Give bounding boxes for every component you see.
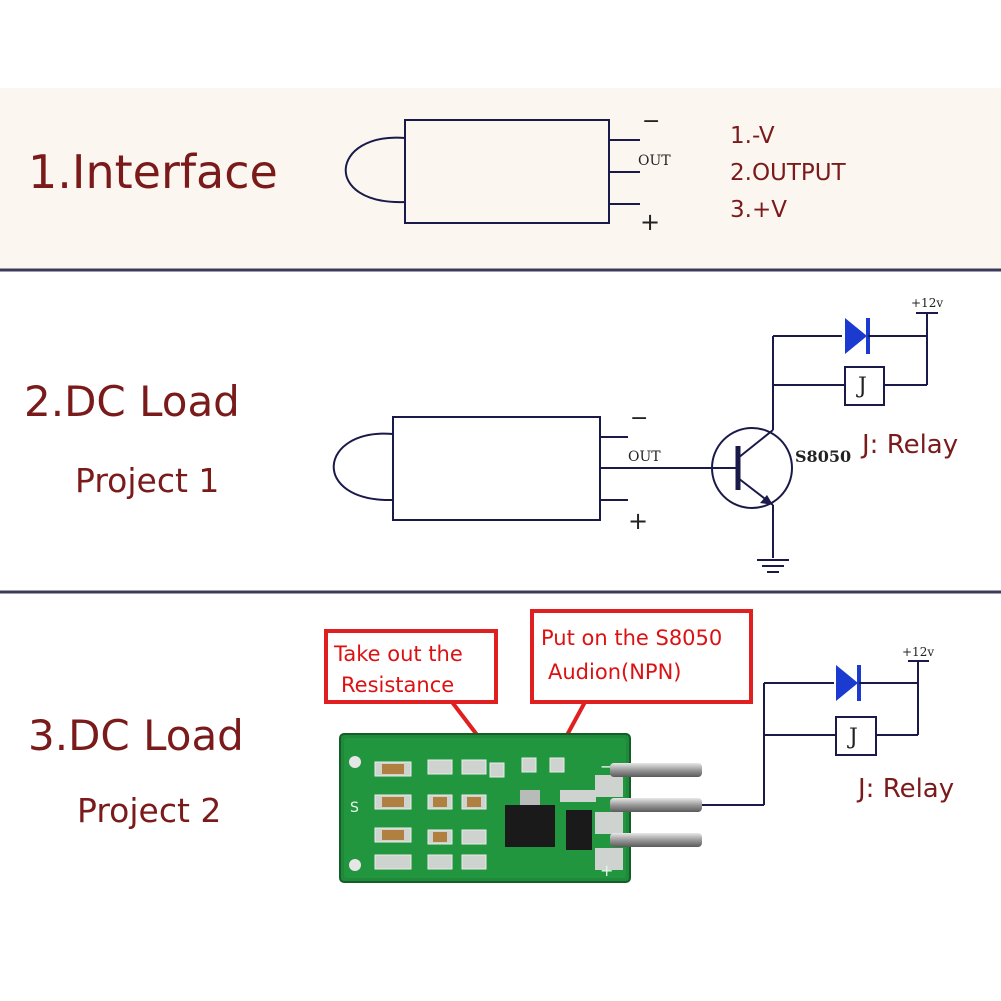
- legend-pin-1: 1.-V: [730, 123, 775, 149]
- callout-box-resistance: [324, 629, 498, 704]
- callout-resistance-line1: Take out the: [333, 642, 463, 666]
- relay-legend-2: J: Relay: [856, 774, 954, 804]
- legend-pin-3: 3.+V: [730, 197, 787, 223]
- relay-legend-1: J: Relay: [860, 430, 958, 460]
- section2-title: 2.DC Load: [24, 377, 240, 426]
- callout-resistance-line2: Resistance: [341, 673, 454, 697]
- relay-box-label-2: J: [847, 725, 858, 750]
- header-pin-2: [610, 798, 702, 812]
- pin-out-label-1: OUT: [638, 153, 671, 169]
- section1-bg: [0, 88, 1001, 270]
- diode-icon-2: [836, 665, 858, 701]
- ground-symbol: [757, 548, 789, 573]
- ir-sensor-symbol-2: [332, 416, 712, 521]
- pin-minus-label-1: −: [642, 109, 660, 134]
- section3-subtitle: Project 2: [77, 791, 221, 830]
- supply-label-1: +12v: [911, 296, 943, 310]
- relay-circuit-2: [702, 660, 929, 806]
- header-pin-1: [610, 763, 702, 777]
- svg-text:S: S: [350, 800, 359, 816]
- pin-plus-label-2: +: [628, 507, 648, 535]
- pin-plus-label-1: +: [640, 208, 660, 236]
- transistor-label: S8050: [795, 447, 851, 466]
- section2-subtitle: Project 1: [75, 461, 219, 500]
- npn-transistor-symbol: [711, 336, 793, 548]
- relay-box-label-1: J: [856, 374, 867, 399]
- pcb-module-image: S − +: [339, 733, 631, 883]
- relay-circuit-1: [773, 312, 938, 406]
- section1-title: 1.Interface: [28, 145, 278, 199]
- pin-out-label-2: OUT: [628, 449, 661, 465]
- callout-s8050-line1: Put on the S8050: [541, 626, 722, 650]
- supply-label-2: +12v: [902, 645, 934, 659]
- section3-title: 3.DC Load: [28, 711, 244, 760]
- header-pin-3: [610, 833, 702, 847]
- callout-box-s8050: [530, 609, 753, 704]
- pin-minus-label-2: −: [630, 406, 648, 431]
- callout-s8050-line2: Audion(NPN): [548, 660, 681, 684]
- ir-sensor-symbol-1: [344, 119, 640, 224]
- legend-pin-2: 2.OUTPUT: [730, 160, 847, 186]
- svg-text:+: +: [600, 861, 613, 880]
- diode-icon-1: [845, 318, 867, 354]
